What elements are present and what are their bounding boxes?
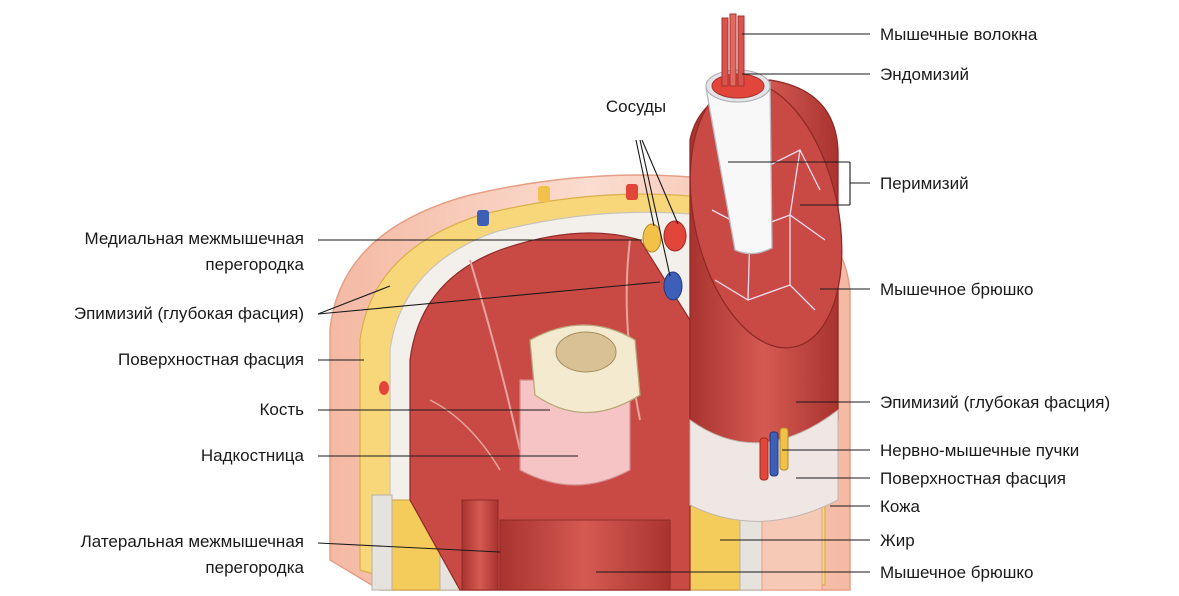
bundle-red [760, 438, 768, 480]
label-epimysium-right: Эпимизий (глубокая фасция) [880, 393, 1110, 412]
label-lateral-septum: Латеральная межмышечная [81, 532, 304, 551]
label-bone: Кость [259, 400, 304, 419]
label-periosteum: Надкостница [201, 446, 305, 465]
vessel-nerve [643, 224, 661, 252]
label-medial-septum-2: перегородка [205, 255, 304, 274]
label-fat: Жир [880, 531, 915, 550]
muscle-fibers [722, 14, 744, 86]
small-artery [626, 184, 638, 200]
small-nerve [538, 186, 550, 202]
label-superficial-fascia-left: Поверхностная фасция [118, 350, 304, 369]
small-vein [477, 210, 489, 226]
label-neurovascular-bundles: Нервно-мышечные пучки [880, 441, 1079, 460]
muscle-block-left [462, 500, 498, 590]
bundle-yellow [780, 428, 788, 470]
illustration [330, 14, 864, 590]
fascia-block-left [372, 495, 392, 590]
label-superficial-fascia-right: Поверхностная фасция [880, 469, 1066, 488]
label-medial-septum: Медиальная межмышечная [84, 229, 304, 248]
bone-marrow [556, 332, 616, 372]
label-muscle-fibers: Мышечные волокна [880, 25, 1038, 44]
label-lateral-septum-2: перегородка [205, 558, 304, 577]
muscle-block-lower [500, 520, 670, 590]
label-vessels: Сосуды [606, 97, 666, 116]
label-skin: Кожа [880, 497, 921, 516]
label-muscle-belly-upper: Мышечное брюшко [880, 280, 1033, 299]
vessel-artery [664, 221, 686, 251]
label-perimysium: Перимизий [880, 174, 969, 193]
label-muscle-belly-lower: Мышечное брюшко [880, 563, 1033, 582]
label-epimysium-left: Эпимизий (глубокая фасция) [74, 304, 304, 323]
small-vessel-left [379, 381, 389, 395]
bundle-blue [770, 432, 778, 476]
vessel-vein [664, 272, 682, 300]
label-endomysium: Эндомизий [880, 65, 969, 84]
